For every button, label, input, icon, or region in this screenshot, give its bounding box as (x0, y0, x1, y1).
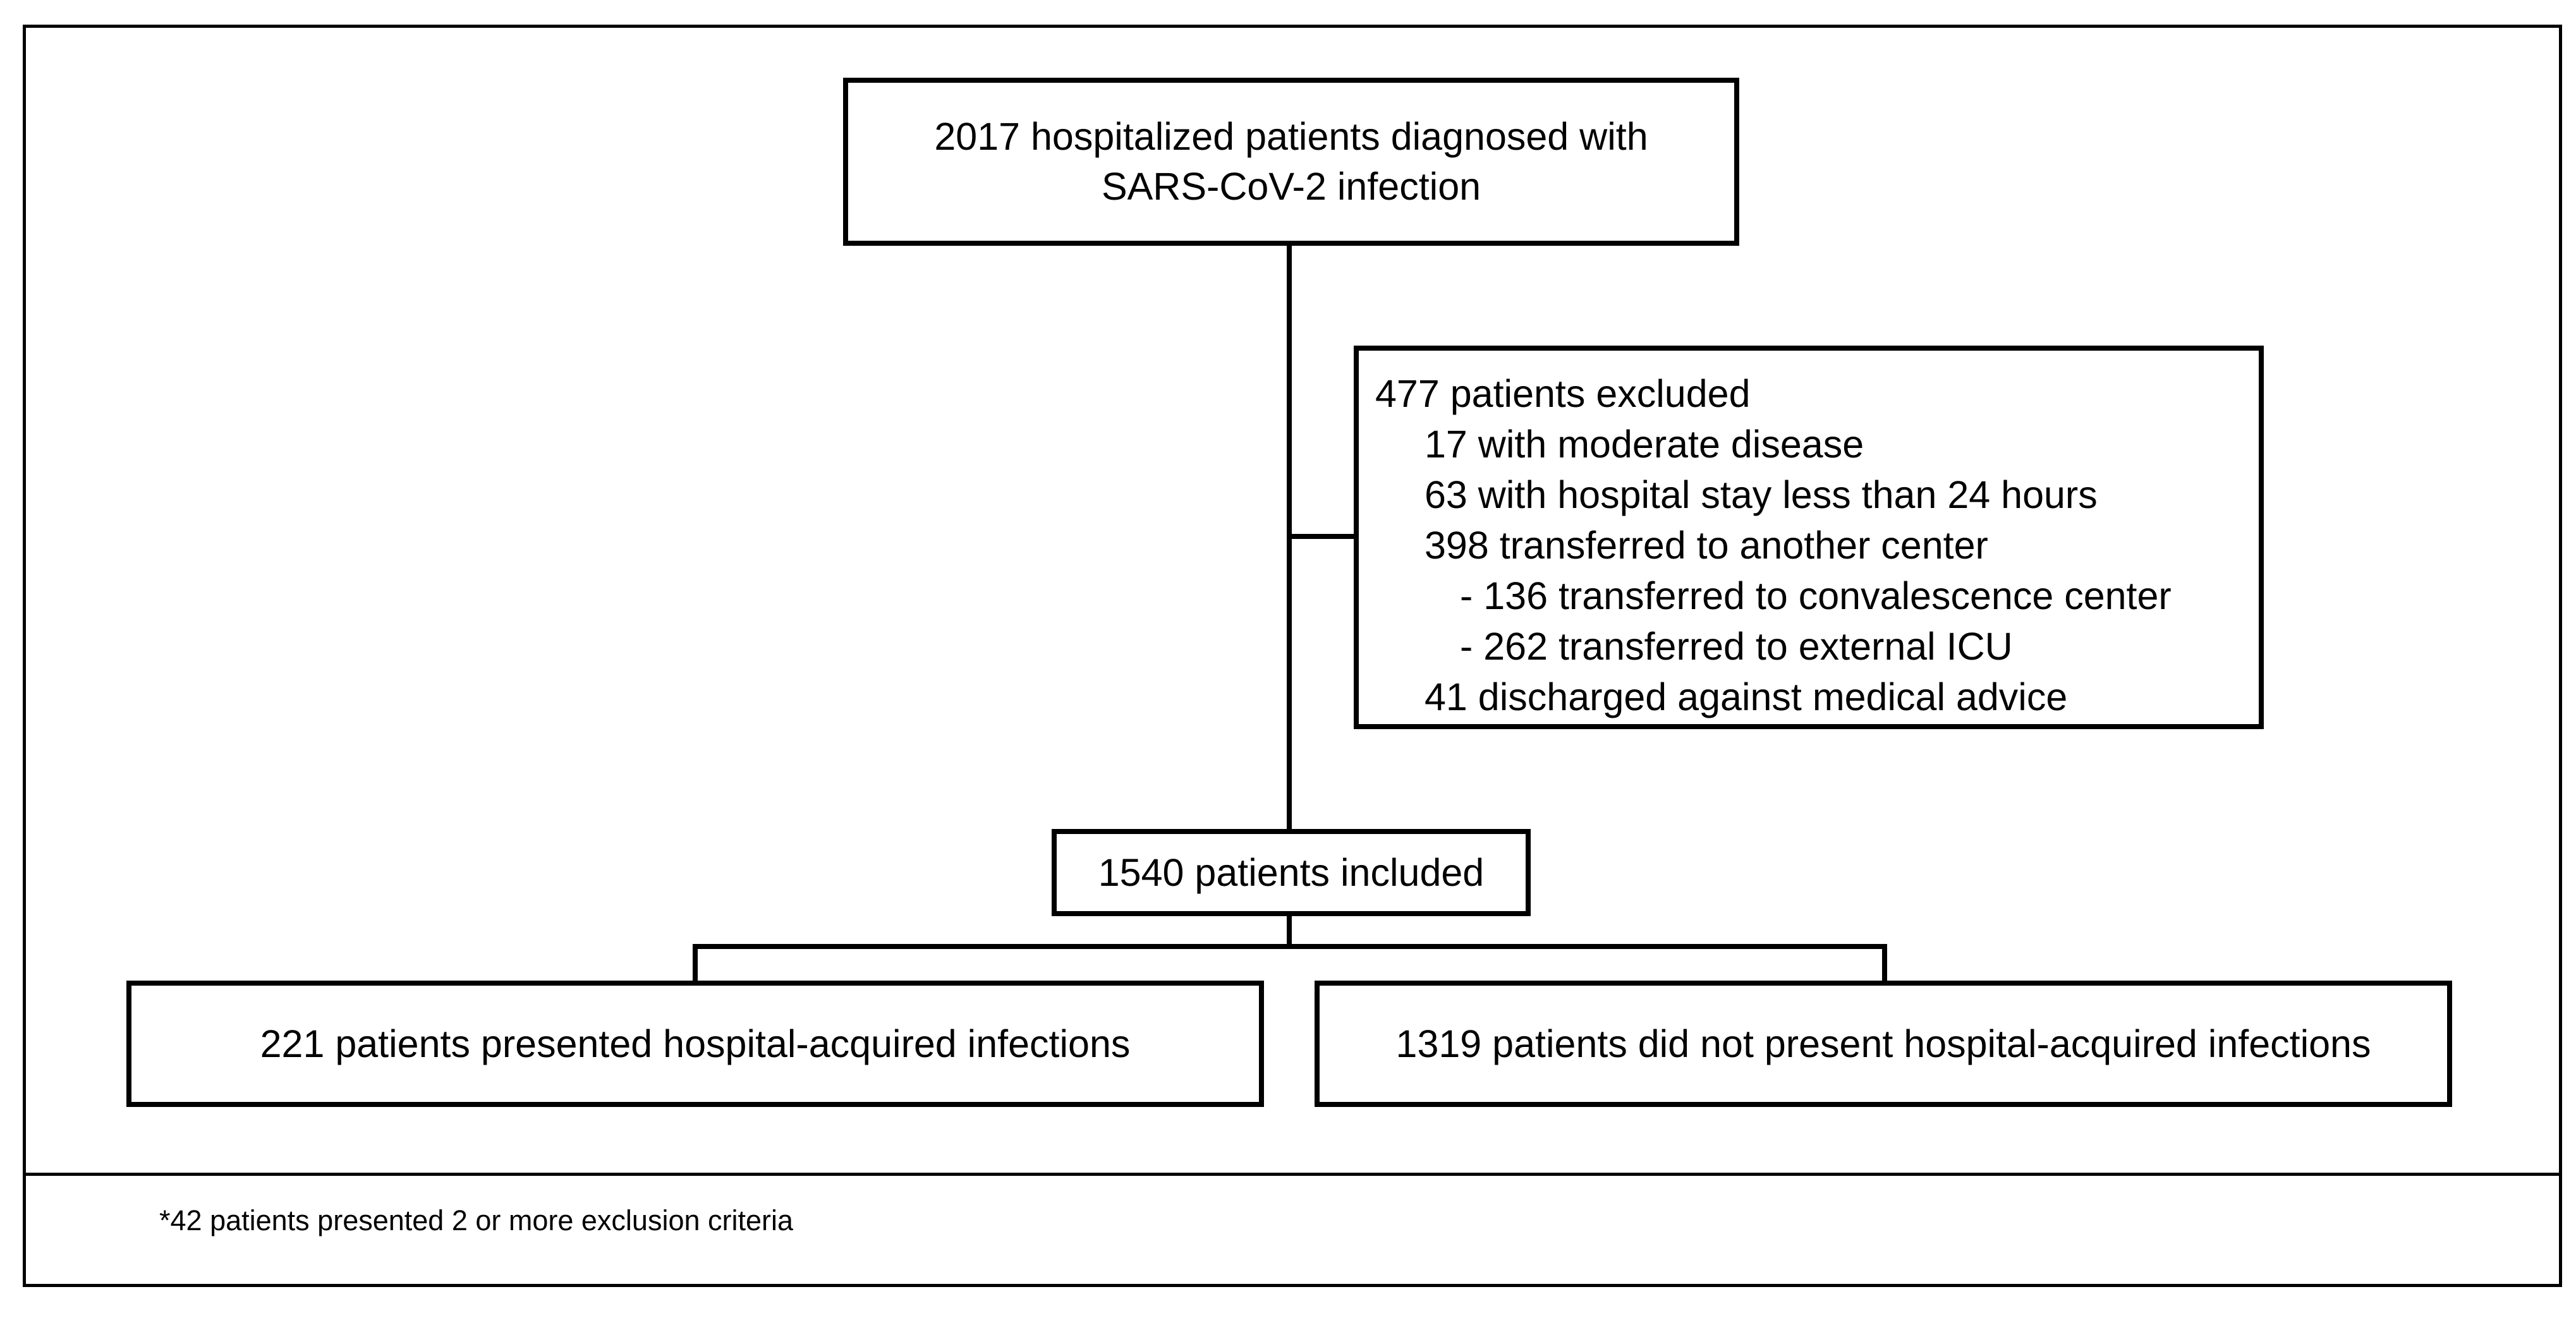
hai-present-label: 221 patients presented hospital-acquired… (260, 1022, 1131, 1065)
excluded-title: 477 patients excluded (1375, 372, 1751, 415)
excluded-item-transferred: 398 transferred to another center (1425, 524, 1988, 567)
included-patients-box: 1540 patients included (1052, 829, 1531, 916)
footnote-divider (23, 1173, 2562, 1176)
hai-present-box: 221 patients presented hospital-acquired… (126, 981, 1264, 1107)
connector-branch-right (1882, 944, 1887, 986)
excluded-item-short-stay: 63 with hospital stay less than 24 hours (1425, 473, 2098, 516)
included-patients-label: 1540 patients included (1098, 850, 1485, 894)
exclusion-footnote: *42 patients presented 2 or more exclusi… (159, 1204, 794, 1236)
figure-frame (23, 25, 2562, 1287)
excluded-patients-box: 477 patients excluded 17 with moderate d… (1354, 346, 2264, 729)
hospitalized-patients-text: 2017 hospitalized patients diagnosed wit… (934, 112, 1648, 212)
hospitalized-patients-line-1: 2017 hospitalized patients diagnosed wit… (934, 115, 1648, 158)
hai-absent-box: 1319 patients did not present hospital-a… (1315, 981, 2452, 1107)
excluded-item-moderate-disease: 17 with moderate disease (1425, 423, 1864, 466)
connector-to-excluded (1287, 534, 1358, 539)
excluded-subitem-external-icu: - 262 transferred to external ICU (1460, 625, 2013, 668)
hospitalized-patients-line-2: SARS-CoV-2 infection (1101, 165, 1481, 208)
connector-branch-horizontal (693, 944, 1887, 949)
excluded-subitem-convalescence: - 136 transferred to convalescence cente… (1460, 574, 2172, 617)
hai-absent-label: 1319 patients did not present hospital-a… (1395, 1022, 2371, 1065)
connector-branch-left (693, 944, 698, 986)
hospitalized-patients-box: 2017 hospitalized patients diagnosed wit… (843, 78, 1739, 246)
connector-included-down (1287, 914, 1292, 946)
excluded-item-discharged: 41 discharged against medical advice (1425, 675, 2068, 718)
